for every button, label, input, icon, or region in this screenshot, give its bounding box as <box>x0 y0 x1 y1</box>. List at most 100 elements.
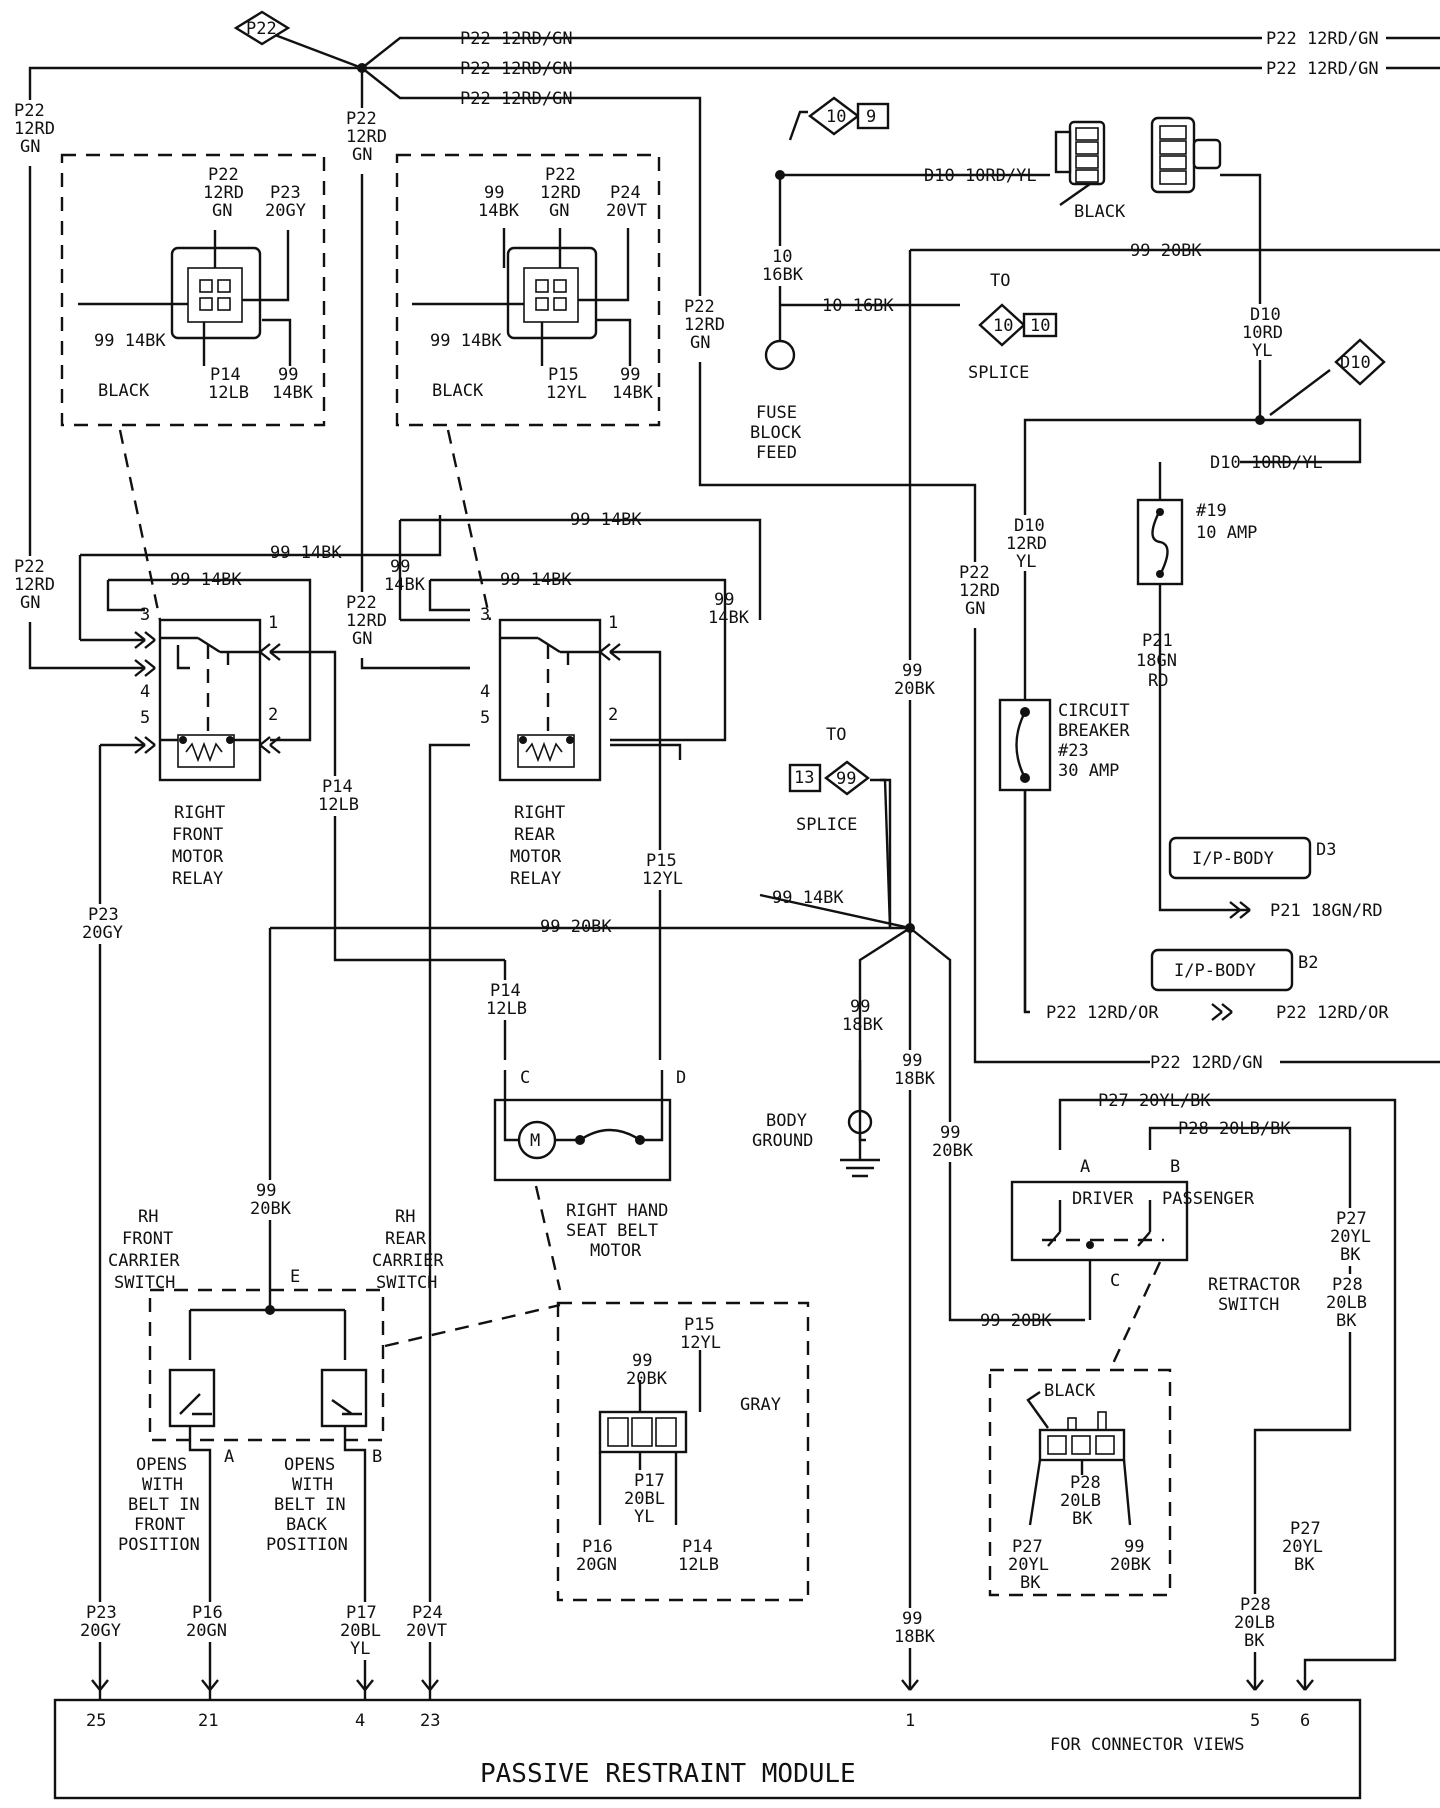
svg-text:P15: P15 <box>646 851 677 871</box>
svg-text:P16: P16 <box>582 1537 613 1557</box>
retractor-connector <box>1028 1411 1132 1526</box>
svg-text:9: 9 <box>866 107 876 127</box>
carrier-front-l1: RH <box>138 1207 158 1227</box>
svg-text:99 14BK: 99 14BK <box>94 331 166 351</box>
svg-text:5: 5 <box>480 708 490 728</box>
splice99-label: SPLICE <box>796 815 857 835</box>
svg-text:GN: GN <box>20 593 40 613</box>
svg-text:20LB: 20LB <box>1060 1491 1101 1511</box>
svg-text:BK: BK <box>1072 1509 1093 1529</box>
opensA-2: WITH <box>142 1475 183 1495</box>
svg-text:20BL: 20BL <box>340 1621 381 1641</box>
motor-l3: MOTOR <box>590 1241 642 1261</box>
svg-text:99 14BK: 99 14BK <box>270 543 342 563</box>
svg-text:P23: P23 <box>86 1603 117 1623</box>
svg-text:99 14BK: 99 14BK <box>500 570 572 590</box>
fuse-19 <box>1136 498 1184 586</box>
svg-text:GN: GN <box>352 145 372 165</box>
svg-text:20VT: 20VT <box>606 201 647 221</box>
d10-black: BLACK <box>1074 202 1126 222</box>
svg-text:P27: P27 <box>1290 1519 1321 1539</box>
opensA-5: POSITION <box>118 1535 200 1555</box>
fuse-out2: 18GN <box>1136 651 1177 671</box>
svg-text:99: 99 <box>278 365 298 385</box>
svg-text:PASSENGER: PASSENGER <box>1162 1189 1255 1209</box>
pin-5: 5 <box>1250 1711 1260 1731</box>
svg-text:P22: P22 <box>545 165 576 185</box>
pin-4: 4 <box>355 1711 365 1731</box>
retractor-c-wire: 99 20BK <box>980 1311 1052 1331</box>
svg-text:10: 10 <box>993 316 1013 336</box>
d10-wire-2: D10 10RD/YL <box>1210 453 1323 473</box>
svg-text:99: 99 <box>902 1051 922 1071</box>
svg-text:P22: P22 <box>14 101 45 121</box>
ground-l1: BODY <box>766 1111 807 1131</box>
right-label-1: P22 12RD/GN <box>1266 29 1379 49</box>
front-carrier-switch <box>168 1368 216 1710</box>
right-label-2: P22 12RD/GN <box>1266 59 1379 79</box>
fuse-feed-tag: 10 9 <box>808 96 890 136</box>
svg-text:20BL: 20BL <box>624 1489 665 1509</box>
module-title: PASSIVE RESTRAINT MODULE <box>480 1759 856 1789</box>
svg-text:P28: P28 <box>1240 1595 1271 1615</box>
carrier-rear-l3: CARRIER <box>372 1251 444 1271</box>
d10-connector-right <box>1150 116 1222 194</box>
svg-text:GN: GN <box>352 629 372 649</box>
svg-text:99 14BK: 99 14BK <box>570 510 642 530</box>
carrier-rear-l2: REAR <box>385 1229 427 1249</box>
svg-text:P17: P17 <box>346 1603 377 1623</box>
pin-23: 23 <box>420 1711 440 1731</box>
carrier-rear-l1: RH <box>395 1207 415 1227</box>
splice99-to: TO <box>826 725 846 745</box>
svg-text:P24: P24 <box>412 1603 443 1623</box>
svg-text:P23: P23 <box>88 905 119 925</box>
gray-label: GRAY <box>740 1395 781 1415</box>
svg-text:P14: P14 <box>682 1537 713 1557</box>
pin-1: 1 <box>905 1711 915 1731</box>
svg-text:P14: P14 <box>322 777 353 797</box>
svg-text:P27: P27 <box>1012 1537 1043 1557</box>
svg-text:P22: P22 <box>246 19 277 39</box>
svg-text:10: 10 <box>826 107 846 127</box>
opensB-5: POSITION <box>266 1535 348 1555</box>
svg-text:16BK: 16BK <box>762 265 804 285</box>
svg-text:18BK: 18BK <box>894 1069 936 1089</box>
svg-text:99: 99 <box>836 769 856 789</box>
svg-text:BLACK: BLACK <box>432 381 484 401</box>
svg-text:M: M <box>530 1131 540 1151</box>
svg-text:I/P-BODY: I/P-BODY <box>1174 961 1256 981</box>
fuse-splice-label: SPLICE <box>968 363 1029 383</box>
rear-relay <box>498 618 602 782</box>
svg-text:A: A <box>224 1447 234 1467</box>
svg-text:99 14BK: 99 14BK <box>170 570 242 590</box>
ip-body-d3-id: D3 <box>1316 840 1336 860</box>
svg-text:YL: YL <box>350 1639 370 1659</box>
svg-text:A: A <box>1080 1157 1090 1177</box>
svg-text:BK: BK <box>1244 1631 1265 1651</box>
svg-text:20GN: 20GN <box>576 1555 617 1575</box>
ip-body-d3: I/P-BODY <box>1168 836 1312 880</box>
opensB-3: BELT IN <box>274 1495 346 1515</box>
svg-text:5: 5 <box>140 708 150 728</box>
svg-text:P27: P27 <box>1336 1209 1367 1229</box>
svg-text:P22: P22 <box>684 297 715 317</box>
svg-text:12LB: 12LB <box>208 383 249 403</box>
svg-text:20YL: 20YL <box>1008 1555 1049 1575</box>
svg-text:10: 10 <box>1030 316 1050 336</box>
svg-text:12YL: 12YL <box>680 1333 721 1353</box>
splice-10-tag: 10 10 <box>978 303 1058 347</box>
svg-text:14BK: 14BK <box>612 383 654 403</box>
svg-text:14BK: 14BK <box>708 608 750 628</box>
top-wire-3: P22 12RD/GN <box>460 89 573 109</box>
svg-text:99: 99 <box>714 590 734 610</box>
svg-text:99: 99 <box>390 557 410 577</box>
svg-text:P16: P16 <box>192 1603 223 1623</box>
top-wire-2: P22 12RD/GN <box>460 59 573 79</box>
retractor-switch: DRIVER PASSENGER <box>1010 1180 1255 1262</box>
svg-text:20VT: 20VT <box>406 1621 447 1641</box>
svg-text:14BK: 14BK <box>478 201 520 221</box>
front-relay-l1: RIGHT <box>174 803 225 823</box>
svg-text:99: 99 <box>484 183 504 203</box>
rear-relay-connector <box>412 228 632 366</box>
svg-text:BK: BK <box>1020 1573 1041 1593</box>
